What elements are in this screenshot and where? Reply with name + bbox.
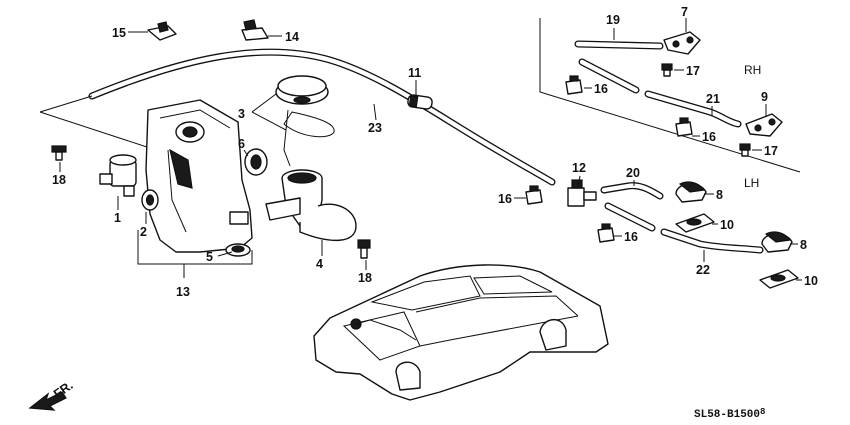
bolt-18-left (51, 145, 67, 161)
callout-18-left: 18 (52, 173, 66, 187)
leader-lines (59, 18, 802, 281)
check-valve (407, 94, 433, 110)
hose-20 (600, 182, 664, 200)
diagram-code-suffix: 8 (760, 407, 765, 417)
callout-16-c: 16 (498, 192, 512, 206)
nozzle-group-outline (539, 18, 801, 173)
callout-16-d: 16 (624, 230, 638, 244)
callout-15: 15 (112, 26, 126, 40)
callout-17-a: 17 (686, 64, 700, 78)
callout-23: 23 (368, 121, 382, 135)
callout-18-center: 18 (358, 271, 372, 285)
callout-3: 3 (238, 107, 245, 121)
hose-joint (567, 179, 597, 207)
callout-10-a: 10 (720, 218, 734, 232)
callout-12: 12 (572, 161, 586, 175)
callout-9: 9 (761, 90, 768, 104)
callout-10-b: 10 (804, 274, 818, 288)
callout-20: 20 (626, 166, 640, 180)
screw-17-a (661, 63, 673, 77)
clip-16-a (565, 75, 583, 95)
callout-4: 4 (316, 257, 323, 271)
callout-8-b: 8 (800, 238, 807, 252)
hose-19 (574, 40, 664, 50)
callout-1: 1 (114, 211, 121, 225)
callout-6: 6 (238, 137, 245, 151)
hose-rh (578, 58, 640, 94)
nozzle-seal-10-a (675, 213, 715, 233)
callout-17-b: 17 (764, 144, 778, 158)
diagram-code: SL58-B15008 (694, 407, 765, 421)
callout-13: 13 (176, 285, 190, 299)
screw-17-b (739, 143, 751, 157)
washer-nozzle-8-b (761, 231, 793, 253)
diagram-code-main: SL58-B1500 (694, 409, 760, 421)
washer-tube-main (88, 48, 556, 186)
clip-14 (241, 19, 269, 41)
callout-19: 19 (606, 13, 620, 27)
callout-16-a: 16 (594, 82, 608, 96)
hose-22 (604, 202, 764, 254)
filler-seal (244, 148, 268, 176)
washer-pump (99, 154, 137, 197)
callout-5: 5 (206, 250, 213, 264)
rh-label: RH (744, 63, 761, 77)
callouts: 15 14 3 6 18 1 2 5 13 4 18 11 23 12 16 1… (52, 5, 818, 299)
clip-15 (147, 21, 177, 41)
nozzle-rh-7 (663, 31, 701, 55)
clip-16-d (597, 223, 615, 243)
callout-2: 2 (140, 225, 147, 239)
nozzle-seal-10-b (759, 269, 799, 289)
front-arrow (28, 391, 67, 411)
tank-grommet (225, 243, 251, 257)
bolt-18-center (357, 239, 371, 259)
clip-16-b (675, 117, 693, 137)
callout-22: 22 (696, 263, 710, 277)
clip-16-c (525, 185, 543, 205)
callout-8-a: 8 (716, 188, 723, 202)
filler-neck (265, 169, 357, 242)
washer-tank (145, 99, 253, 253)
callout-16-b: 16 (702, 130, 716, 144)
callout-21: 21 (706, 92, 720, 106)
callout-11: 11 (408, 66, 421, 80)
callout-14: 14 (285, 30, 299, 44)
filler-cap (275, 75, 335, 167)
nozzle-lh-9 (745, 113, 783, 137)
hose-21 (644, 90, 742, 128)
pump-grommet (141, 189, 159, 211)
car-outline (313, 264, 609, 401)
washer-nozzle-8-a (675, 181, 707, 203)
reservoir-group-bracket (39, 95, 253, 278)
callout-7: 7 (681, 5, 688, 19)
lh-label: LH (744, 176, 759, 190)
